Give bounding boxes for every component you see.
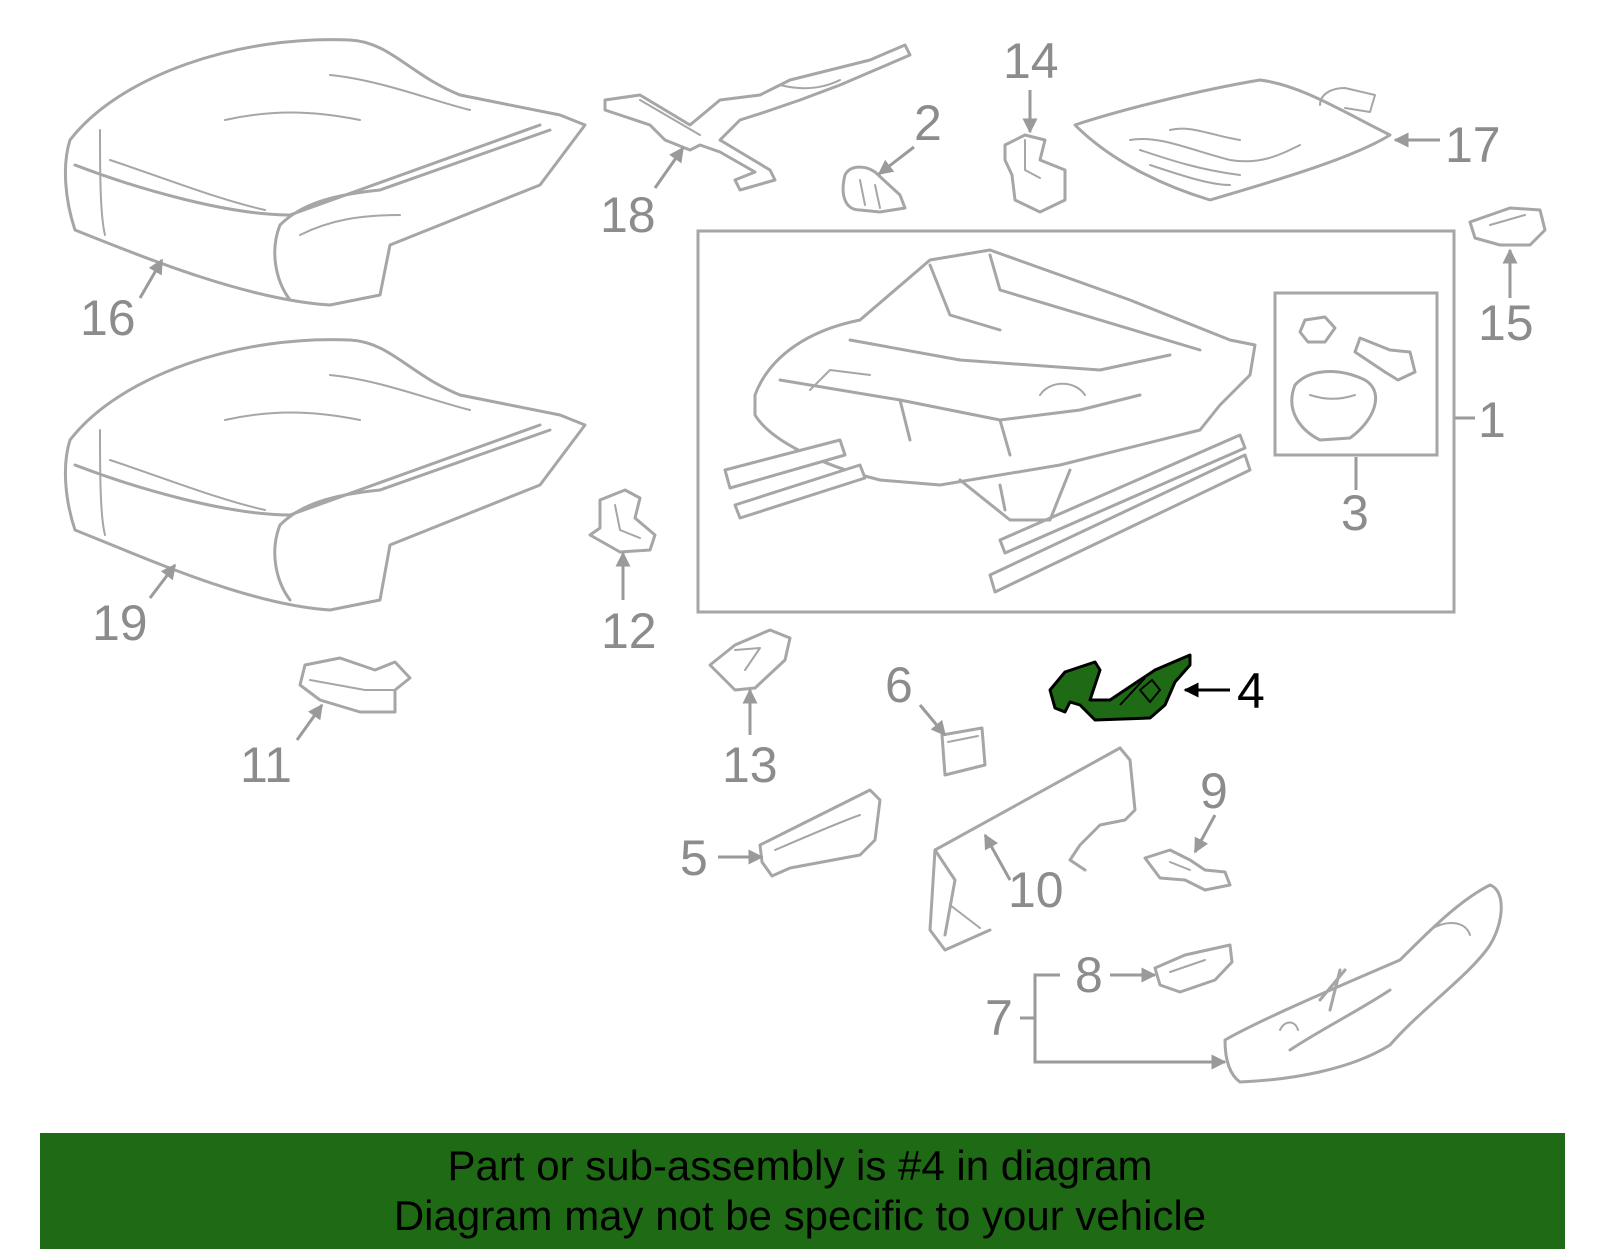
part-7-side-shield[interactable]	[1223, 883, 1503, 1084]
part-15-cap[interactable]	[1468, 206, 1547, 247]
part-16-seat-cover[interactable]	[63, 38, 587, 307]
callout-15: 15	[1478, 295, 1534, 351]
part-2-clip[interactable]	[841, 165, 907, 214]
leader-lines	[138, 90, 1518, 1070]
callout-16: 16	[80, 290, 136, 346]
banner-line-1: Part or sub-assembly is #4 in diagram	[447, 1142, 1153, 1189]
part-5-trim[interactable]	[758, 788, 882, 878]
part-17-heater-pad[interactable]	[1073, 78, 1392, 202]
part-14-bracket[interactable]	[1003, 133, 1067, 214]
callout-2: 2	[914, 95, 942, 151]
part-4-highlighted[interactable]	[1048, 653, 1192, 722]
callout-9: 9	[1200, 763, 1228, 819]
callout-3: 3	[1341, 485, 1369, 541]
callout-19: 19	[92, 595, 148, 651]
callout-7: 7	[985, 990, 1013, 1046]
callout-5: 5	[680, 830, 708, 886]
callout-10: 10	[1008, 862, 1064, 918]
part-11-cover[interactable]	[298, 656, 412, 714]
callout-13: 13	[722, 737, 778, 793]
callout-1: 1	[1478, 392, 1506, 448]
part-8-button[interactable]	[1153, 943, 1234, 994]
part-19-seat-pad[interactable]	[63, 338, 587, 612]
part-18-wire-harness[interactable]	[603, 43, 912, 192]
callout-8: 8	[1075, 947, 1103, 1003]
callout-12: 12	[601, 603, 657, 659]
part-10-wire-frame[interactable]	[928, 746, 1137, 952]
part-12-bracket[interactable]	[588, 488, 657, 554]
callout-17: 17	[1445, 117, 1501, 173]
part-1-assembly-box	[696, 229, 1456, 614]
banner-line-2: Diagram may not be specific to your vehi…	[393, 1192, 1207, 1239]
callout-4: 4	[1237, 663, 1265, 719]
callout-18: 18	[600, 187, 656, 243]
callout-14: 14	[1003, 33, 1059, 89]
part-13-bracket[interactable]	[708, 628, 792, 692]
part-3-hardware[interactable]	[1290, 315, 1417, 442]
info-banner: Part or sub-assembly is #4 in diagram Di…	[40, 1133, 1565, 1249]
part-1-seat-frame[interactable]	[723, 248, 1257, 594]
callout-11: 11	[240, 737, 292, 793]
part-3-sub-box	[1273, 291, 1439, 457]
callout-6: 6	[885, 657, 913, 713]
part-9-connector[interactable]	[1143, 848, 1232, 892]
part-6-pad[interactable]	[940, 726, 987, 777]
callout-labels: 1 2 3 4 5 6 7 8 9 10 11 12 13 14 15 16 1…	[80, 33, 1534, 1046]
